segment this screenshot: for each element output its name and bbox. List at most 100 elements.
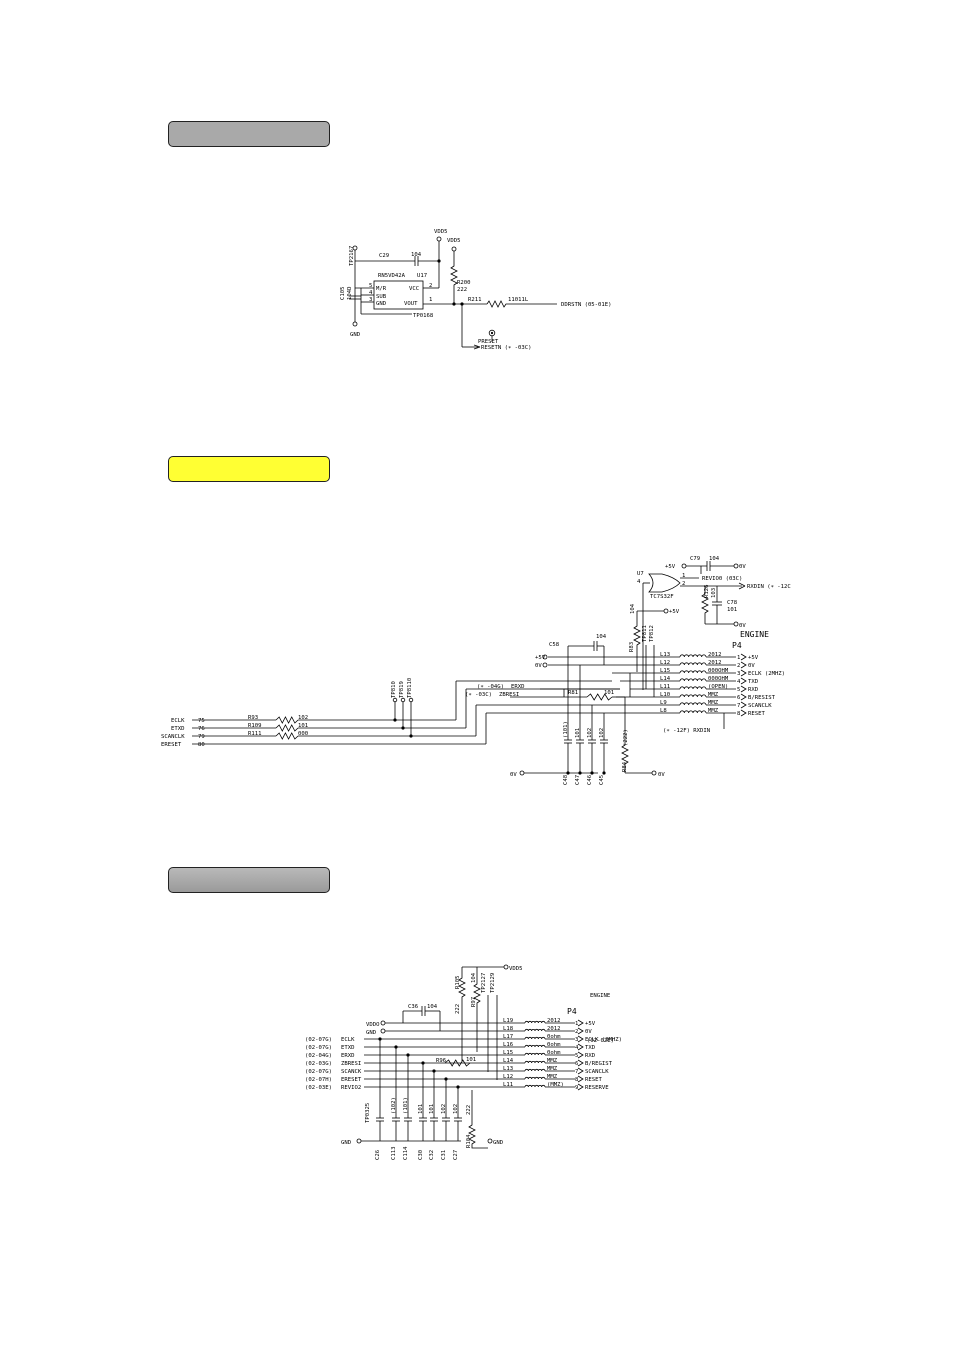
input-ereset: ERESET [341, 1077, 362, 1083]
tp812-label: TP812 [649, 625, 655, 642]
cap-val-c45: 102 [599, 728, 605, 738]
pin-4: 4 [575, 1045, 579, 1051]
connector-arrow [740, 677, 747, 685]
u7-label: U7 [637, 571, 644, 577]
zbresi-label: ZBRESI [499, 692, 519, 698]
input-erxd: ERXD [341, 1053, 355, 1059]
r83-label: R83 [629, 642, 635, 652]
section-header-1 [168, 121, 330, 147]
signal-2: 0V [748, 663, 755, 669]
signal-9: RESERVE [585, 1085, 609, 1091]
pin-5: 5 [737, 687, 740, 693]
cap-val-c48: (101) [563, 721, 569, 738]
pin-vcc: VCC [409, 286, 419, 292]
input-pin-75: 75 [198, 718, 205, 724]
connector-arrow [577, 1075, 584, 1083]
cap-ref-c46: C46 [587, 775, 593, 785]
input-revio2: REVIO2 [341, 1085, 361, 1091]
connector-arrow [740, 661, 747, 669]
input-note-3: (02-03G) [305, 1061, 332, 1067]
inductor-coil [524, 1061, 546, 1064]
p4-label: P4 [567, 1007, 577, 1016]
connector-arrow [740, 669, 747, 677]
signal-3: ECLK (8MHZ) [585, 1037, 622, 1043]
u7-pin4: 4 [637, 579, 641, 585]
inductor-coil [679, 662, 707, 666]
revio-label: REVIO0 (03C) [702, 576, 742, 582]
input-ereset: ERESET [161, 742, 182, 748]
line-ref-l14: L14 [503, 1058, 514, 1064]
junction-dot [406, 1053, 410, 1057]
r126-value: 103 [711, 588, 717, 598]
v0-c78-label: 0V [739, 623, 746, 629]
input-eclk: ECLK [171, 718, 185, 724]
line-ref-l18: L18 [503, 1026, 514, 1032]
v0-a-label: 0V [739, 564, 746, 570]
line-value-l14: MMZ [547, 1058, 558, 1064]
pin-2: 2 [575, 1029, 578, 1035]
pin-7: 7 [737, 703, 740, 709]
line-value-l8: MMZ [708, 708, 719, 714]
cap-val-c32: 101 [429, 1104, 435, 1114]
input-ref-r111: R111 [248, 731, 261, 737]
p5v-b-label: +5V [535, 655, 546, 661]
reset-circuit: TP2167 GND C105 104D C29 104 VDD5 RN5VD4… [340, 229, 612, 351]
signal-5: RXD [748, 687, 759, 693]
inductor-coil [524, 1053, 546, 1056]
resistor-zigzag [275, 732, 299, 740]
gnd-right-label: 0V [658, 772, 665, 778]
r81-value: 101 [604, 690, 614, 696]
r-top-value: 104 [630, 603, 636, 614]
line-value-l17: 0ohm [547, 1034, 561, 1040]
signal-6: B/RESIST [748, 695, 776, 701]
resetn-label: RESETN (∗ -03C) [481, 345, 532, 351]
connector-arrow [740, 653, 747, 661]
input-scanclk: SCANCLK [161, 734, 185, 740]
r211-value: 11011L [508, 297, 529, 303]
input-note-5: (02-07H) [305, 1077, 332, 1083]
output-ddrstn: DDRSTN (05-01E) [561, 302, 612, 308]
input-pin-76: 76 [198, 726, 205, 732]
signal-8: RESET [748, 711, 765, 717]
c36-label: C36 [408, 1004, 418, 1010]
section-header-3 [168, 867, 330, 893]
inductor-coil [679, 702, 707, 706]
inductor-coil [679, 694, 707, 698]
input-note-6: (02-03E) [305, 1085, 332, 1091]
line-value-l10: MMZ [708, 692, 719, 698]
r96-label: R96 [436, 1058, 446, 1064]
connector-arrow [577, 1051, 584, 1059]
line-value-l12: MMZ [547, 1074, 558, 1080]
inductor-coil [524, 1037, 546, 1040]
input-scanck: SCANCK [341, 1069, 362, 1075]
signal-7: SCANCLK [585, 1069, 609, 1075]
erxd-label: ERXD [511, 684, 525, 690]
line-value-l15: 0ohm [547, 1050, 561, 1056]
r200-label: R200 [457, 280, 470, 286]
r97-label: R97 [471, 997, 477, 1007]
r126-label: R126 [704, 585, 710, 598]
connector-arrow [740, 701, 747, 709]
line-ref-l13: L13 [660, 652, 670, 658]
c105-value: 104D [347, 286, 353, 300]
junction-dot [421, 1061, 425, 1065]
line-ref-l15: L15 [660, 668, 670, 674]
pin-1: 1 [737, 655, 740, 661]
engine-label: ENGINE [740, 630, 769, 639]
inductor-coil [524, 1077, 546, 1080]
c29-value: 104 [411, 252, 422, 258]
input-eclk: ECLK [341, 1037, 355, 1043]
junction-dot [444, 1077, 448, 1081]
pin-9: 9 [575, 1085, 578, 1091]
pin-mr: M/R [376, 286, 387, 292]
cap-val-c113: (102) [391, 1097, 397, 1114]
line-value-l9: MMZ [708, 700, 719, 706]
pin-5: 5 [575, 1053, 578, 1059]
pin-vout: VOUT [404, 301, 418, 307]
connector-arrow [740, 709, 747, 717]
line-value-l14: 000OHM [708, 676, 729, 682]
pin-3: 3 [575, 1037, 578, 1043]
signal-4: TXD [748, 679, 759, 685]
pin-3: 3 [369, 297, 372, 303]
